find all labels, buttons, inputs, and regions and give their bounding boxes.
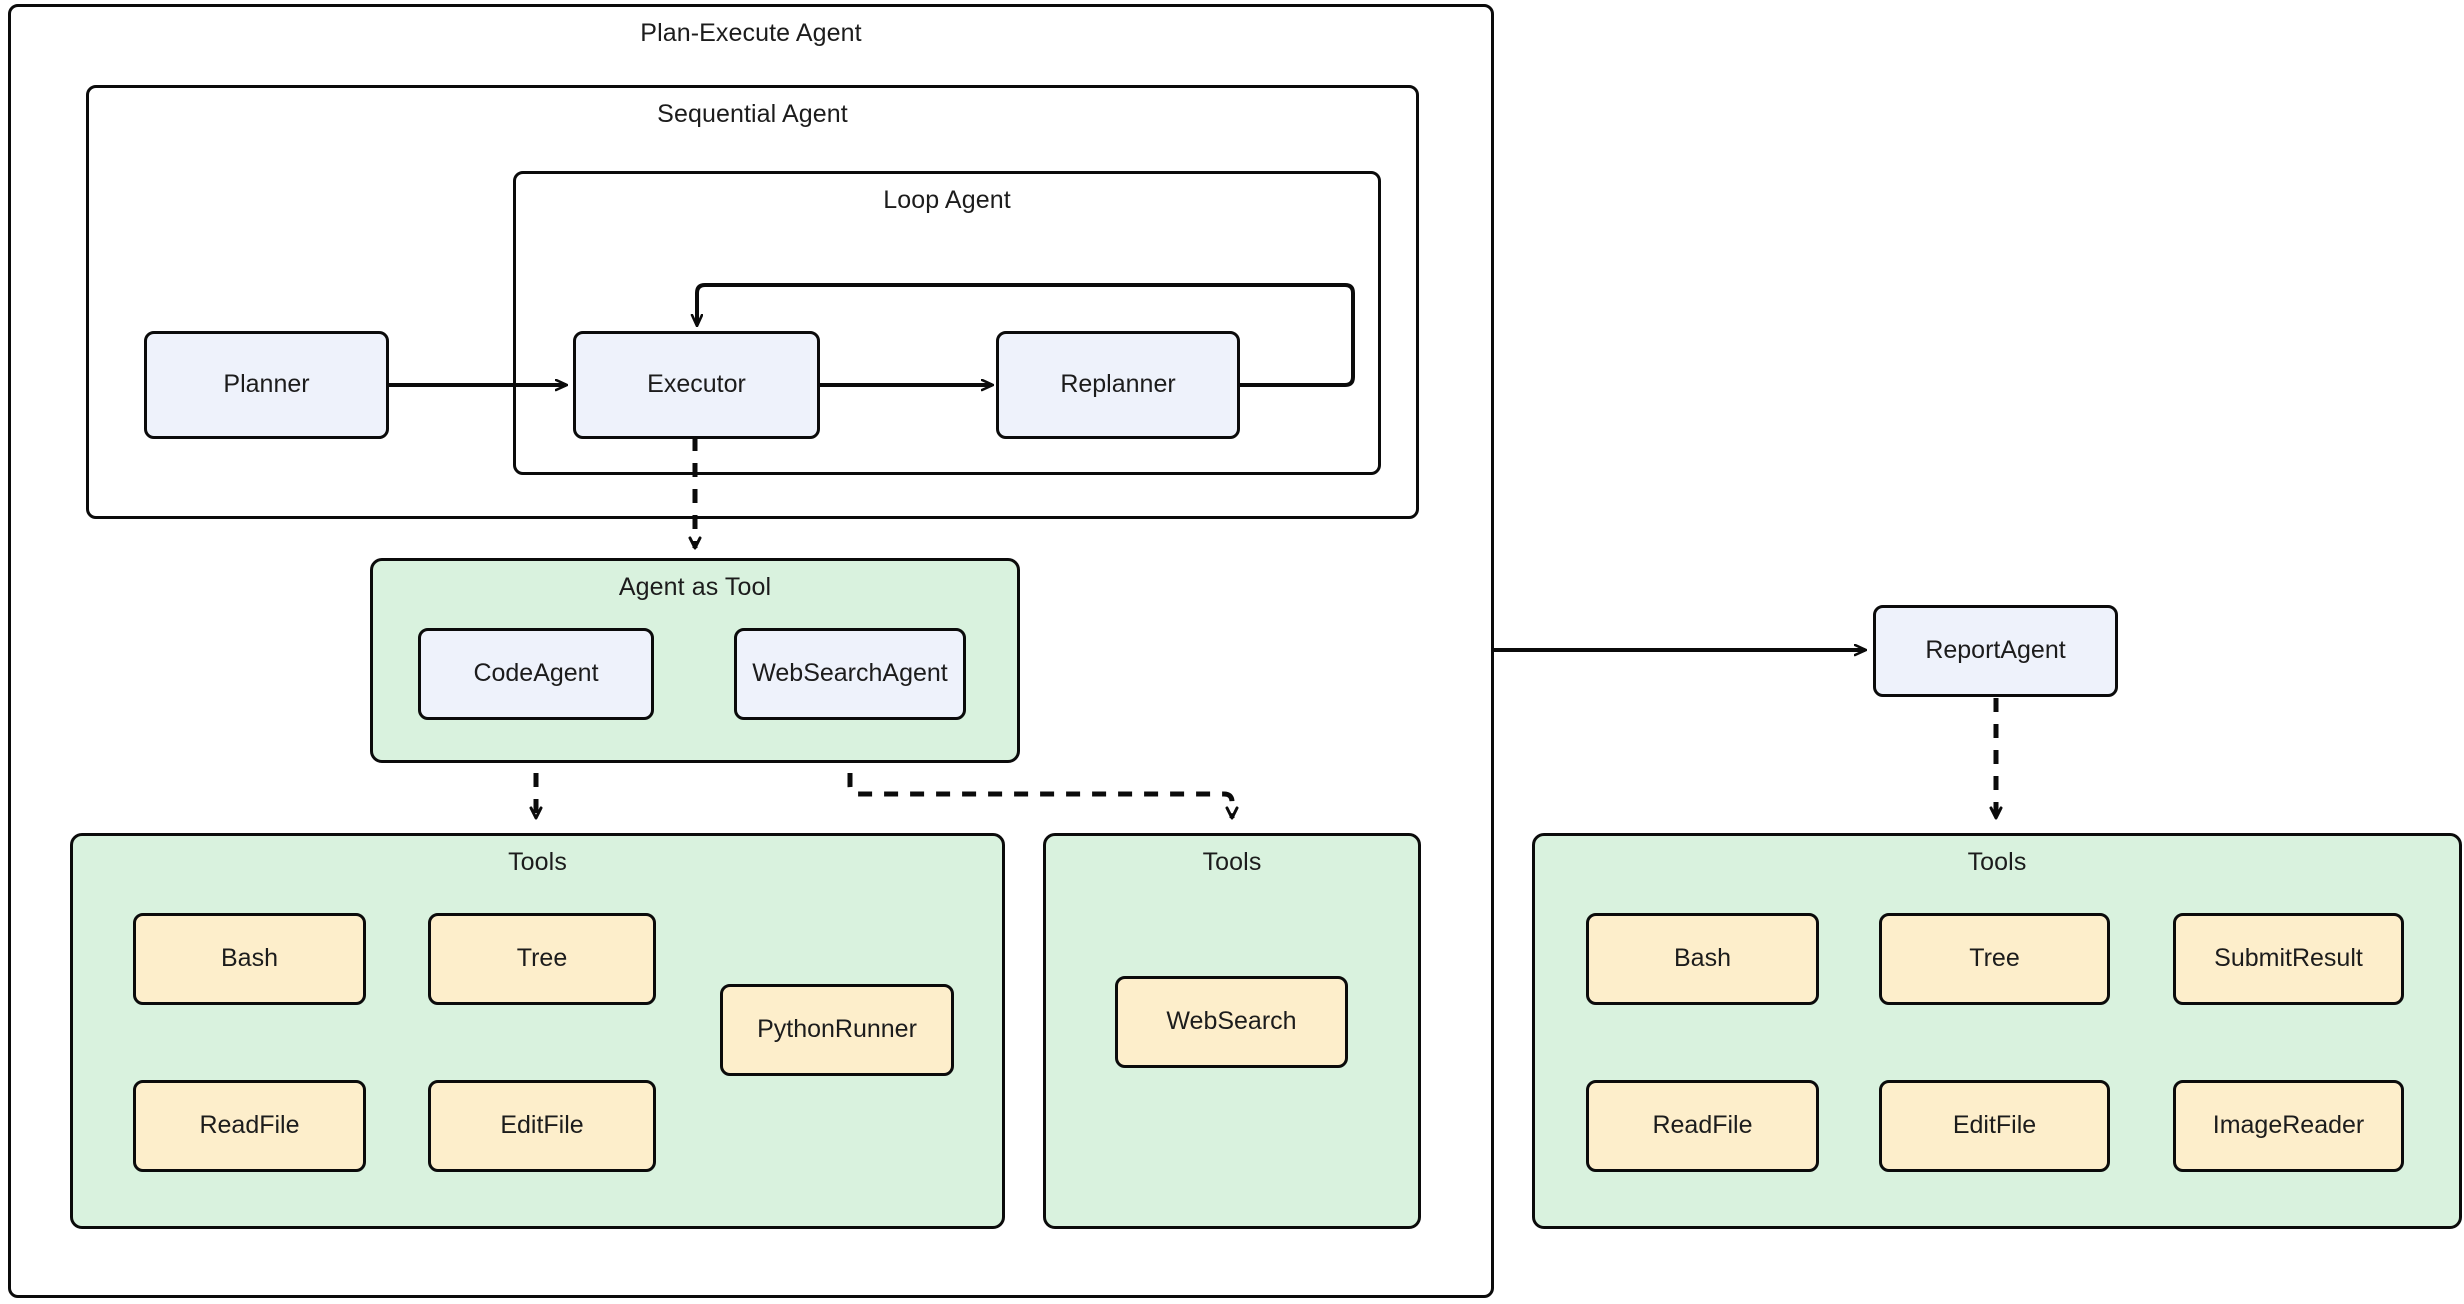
- tool-tree-code[interactable]: Tree: [428, 913, 656, 1005]
- tool-bash-code-label: Bash: [221, 944, 278, 973]
- node-executor-label: Executor: [647, 370, 746, 399]
- tool-readfile-report[interactable]: ReadFile: [1586, 1080, 1819, 1172]
- group-title-loop-agent: Loop Agent: [883, 186, 1011, 214]
- tool-editfile-code[interactable]: EditFile: [428, 1080, 656, 1172]
- node-executor[interactable]: Executor: [573, 331, 820, 439]
- tool-tree-report-label: Tree: [1969, 944, 2020, 973]
- tool-editfile-report-label: EditFile: [1952, 1111, 2037, 1140]
- tool-tree-code-label: Tree: [516, 944, 568, 973]
- tool-websearch-label: WebSearch: [1166, 1007, 1297, 1036]
- node-planner[interactable]: Planner: [144, 331, 389, 439]
- node-web-search-agent[interactable]: WebSearchAgent: [734, 628, 966, 720]
- node-replanner-label: Replanner: [1060, 370, 1176, 399]
- tool-image-reader-label: ImageReader: [2212, 1111, 2365, 1140]
- tool-readfile-code[interactable]: ReadFile: [133, 1080, 366, 1172]
- group-title-code-tools: Tools: [508, 848, 567, 876]
- group-title-websearch-tools: Tools: [1202, 848, 1262, 876]
- tool-python-runner[interactable]: PythonRunner: [720, 984, 954, 1076]
- tool-readfile-report-label: ReadFile: [1652, 1111, 1753, 1140]
- group-title-plan-execute-agent: Plan-Execute Agent: [640, 19, 862, 47]
- tool-image-reader[interactable]: ImageReader: [2173, 1080, 2404, 1172]
- tool-bash-report[interactable]: Bash: [1586, 913, 1819, 1005]
- node-replanner[interactable]: Replanner: [996, 331, 1240, 439]
- tool-python-runner-label: PythonRunner: [757, 1015, 917, 1044]
- group-title-report-tools: Tools: [1967, 848, 2027, 876]
- tool-readfile-code-label: ReadFile: [199, 1111, 300, 1140]
- group-loop-agent: Loop Agent: [513, 171, 1381, 475]
- node-code-agent[interactable]: CodeAgent: [418, 628, 654, 720]
- node-code-agent-label: CodeAgent: [473, 659, 599, 688]
- tool-bash-report-label: Bash: [1674, 944, 1731, 973]
- node-report-agent[interactable]: ReportAgent: [1873, 605, 2118, 697]
- node-web-search-agent-label: WebSearchAgent: [752, 659, 948, 688]
- node-planner-label: Planner: [223, 370, 310, 399]
- tool-submit-result-label: SubmitResult: [2214, 944, 2363, 973]
- tool-editfile-code-label: EditFile: [500, 1111, 584, 1140]
- group-title-sequential-agent: Sequential Agent: [657, 100, 848, 128]
- group-sequential-agent: Sequential Agent: [86, 85, 1419, 519]
- group-plan-execute-agent: Plan-Execute Agent: [8, 4, 1494, 1298]
- tool-tree-report[interactable]: Tree: [1879, 913, 2110, 1005]
- tool-bash-code[interactable]: Bash: [133, 913, 366, 1005]
- group-title-agent-as-tool: Agent as Tool: [618, 573, 772, 601]
- tool-editfile-report[interactable]: EditFile: [1879, 1080, 2110, 1172]
- tool-websearch[interactable]: WebSearch: [1115, 976, 1348, 1068]
- tool-submit-result[interactable]: SubmitResult: [2173, 913, 2404, 1005]
- node-report-agent-label: ReportAgent: [1925, 636, 2066, 665]
